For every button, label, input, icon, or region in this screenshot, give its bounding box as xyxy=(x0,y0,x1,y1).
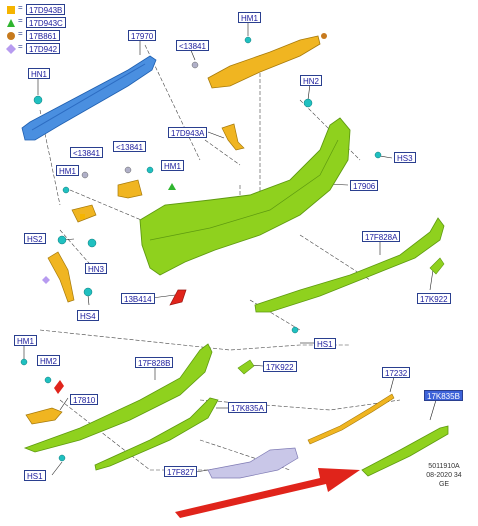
fastener-hm1-d xyxy=(20,358,28,366)
callout-17k835a[interactable]: 17K835A xyxy=(228,402,267,413)
callout-17f828b[interactable]: 17F828B xyxy=(135,357,174,368)
callout-hs2[interactable]: HS2 xyxy=(24,233,46,244)
upper-bracket[interactable] xyxy=(207,35,321,89)
fastener-hn1 xyxy=(33,95,43,105)
fastener-13841-c xyxy=(124,166,132,174)
callout-17232[interactable]: 17232 xyxy=(382,367,411,378)
strip-17232[interactable] xyxy=(307,393,395,445)
side-strip-left[interactable] xyxy=(47,251,75,303)
callout-17970[interactable]: 17970 xyxy=(128,30,157,41)
legend-label[interactable]: 17D942 xyxy=(26,43,61,54)
callout-hs1-a[interactable]: HS1 xyxy=(314,338,336,349)
callout-17f828a[interactable]: 17F828A xyxy=(362,231,401,242)
lower-panel-b[interactable] xyxy=(23,343,213,453)
callout-17906[interactable]: 17906 xyxy=(350,180,379,191)
fastener-hm1-a xyxy=(244,36,252,44)
callout-hs3[interactable]: HS3 xyxy=(394,152,416,163)
fastener-hs2 xyxy=(57,235,67,245)
fastener-hn2 xyxy=(303,98,313,108)
callout-13841-c[interactable]: <13841 xyxy=(113,141,146,152)
fastener-hm1-c xyxy=(62,186,70,194)
triangle-icon xyxy=(6,18,16,28)
callout-hm1-a[interactable]: HM1 xyxy=(238,12,261,23)
reference-code: GE xyxy=(438,481,450,488)
legend-label[interactable]: 17D943C xyxy=(26,17,66,28)
reflector-13b414[interactable] xyxy=(169,289,187,306)
fastener-hs1-lower xyxy=(58,454,66,462)
callout-13841-a[interactable]: <13841 xyxy=(176,40,209,51)
fastener-13841-a xyxy=(191,61,199,69)
clip-17k922-lower[interactable] xyxy=(237,359,255,375)
callout-hm1-d[interactable]: HM1 xyxy=(14,335,37,346)
bumper-cover-crease xyxy=(149,139,339,241)
bumper-cover[interactable] xyxy=(139,117,351,276)
callout-17k835b[interactable]: 17K835B xyxy=(424,390,463,401)
callout-hn3[interactable]: HN3 xyxy=(85,263,108,274)
callout-hm2[interactable]: HM2 xyxy=(37,355,60,366)
fastener-hs4 xyxy=(83,287,93,297)
fasteners xyxy=(20,36,382,462)
callout-17k922-b[interactable]: 17K922 xyxy=(263,361,297,372)
pointer-arrow xyxy=(175,468,360,518)
callout-hn2[interactable]: HN2 xyxy=(300,75,323,86)
red-clip[interactable] xyxy=(54,380,64,394)
callout-hm1-b[interactable]: HM1 xyxy=(161,160,184,171)
fastener-hn3 xyxy=(87,238,97,248)
callout-17810[interactable]: 17810 xyxy=(70,394,99,405)
legend-label[interactable]: 17B861 xyxy=(26,30,60,41)
diamond-icon xyxy=(6,44,16,54)
callout-13b414[interactable]: 13B414 xyxy=(121,293,155,304)
trim-17k835b[interactable] xyxy=(361,425,449,477)
callout-hn1[interactable]: HN1 xyxy=(28,68,51,79)
trim-17f827[interactable] xyxy=(207,447,299,479)
circle-icon xyxy=(6,31,16,41)
drawing-reference: 5011910A 08-2020 34 GE xyxy=(418,462,470,489)
leader-lines xyxy=(39,44,401,471)
callout-17k922-a[interactable]: 17K922 xyxy=(417,293,451,304)
strip-17k835a[interactable] xyxy=(94,397,219,471)
fastener-hs3 xyxy=(374,151,382,159)
fastener-13841-b xyxy=(81,171,89,179)
side-bracket-left[interactable] xyxy=(117,179,143,199)
legend-label[interactable]: 17D943B xyxy=(26,4,66,15)
clip-17k922-upper[interactable] xyxy=(429,257,445,275)
callout-hs1-b[interactable]: HS1 xyxy=(24,470,46,481)
trim-17810[interactable] xyxy=(25,407,63,425)
impact-beam-ridge xyxy=(31,63,146,131)
reference-date: 08-2020 34 xyxy=(426,472,462,479)
callout-17f827[interactable]: 17F827 xyxy=(164,466,198,477)
callout-13841-b[interactable]: <13841 xyxy=(70,147,103,158)
bracket-17d943a[interactable] xyxy=(221,123,245,151)
small-bracket-left[interactable] xyxy=(71,204,97,223)
lower-valance-a[interactable] xyxy=(254,217,445,313)
fastener-hm2 xyxy=(44,376,52,384)
callout-hm1-c[interactable]: HM1 xyxy=(56,165,79,176)
marker-17d943b xyxy=(80,214,85,219)
fastener-17b861-upper[interactable] xyxy=(321,33,327,39)
callout-17d943a[interactable]: 17D943A xyxy=(168,127,208,138)
marker-17d942 xyxy=(42,276,50,284)
callout-hs4[interactable]: HS4 xyxy=(77,310,99,321)
marker-17d943c xyxy=(168,183,176,190)
square-icon xyxy=(6,5,16,15)
fastener-hs1-upper xyxy=(291,326,299,334)
reference-number: 5011910A xyxy=(428,463,460,470)
fastener-hm1-b xyxy=(146,166,154,174)
